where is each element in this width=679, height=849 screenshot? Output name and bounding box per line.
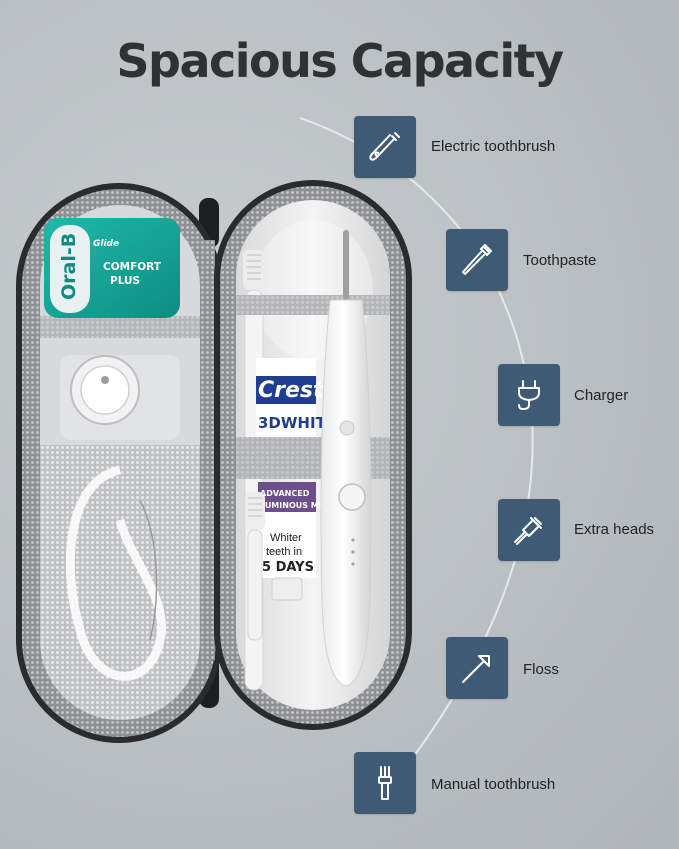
toothpaste-icon <box>446 229 508 291</box>
charger-plug-icon <box>498 364 560 426</box>
toothpaste2-flavor: LUMINOUS MINT <box>260 501 334 510</box>
case-right-half: Crest 3DWHITE ADVANCED LUMINOUS MINT Whi… <box>214 180 412 730</box>
feature-label-toothpaste: Toothpaste <box>523 252 597 269</box>
electric-toothbrush-icon <box>354 116 416 178</box>
extra-brush-head <box>245 492 265 641</box>
toothpaste2-top: ADVANCED <box>260 489 310 498</box>
feature-label-manual-toothbrush: Manual toothbrush <box>431 776 556 793</box>
floss-brand: Oral-B <box>58 233 80 300</box>
toothpaste-second: ADVANCED LUMINOUS MINT Whiter teeth in 5… <box>258 482 334 601</box>
toothpaste-crest: Crest 3DWHITE <box>256 358 336 438</box>
floss-line2: PLUS <box>110 275 140 287</box>
floss-sub: Glide <box>93 239 119 249</box>
floss-line1: COMFORT <box>103 261 162 273</box>
brush-head-icon <box>498 499 560 561</box>
feature-label-extra-heads: Extra heads <box>574 521 655 538</box>
floss-box: Oral-B Glide COMFORT PLUS <box>44 218 180 318</box>
feature-label-charger: Charger <box>574 387 629 404</box>
electric-toothbrush <box>320 230 372 687</box>
toothpaste2-line3: 5 DAYS <box>262 560 314 575</box>
toothpaste2-line1: Whiter <box>270 532 302 544</box>
case-left-half: Oral-B Glide COMFORT PLUS <box>16 183 222 743</box>
floss-pick-icon <box>446 637 508 699</box>
feature-label-electric-toothbrush: Electric toothbrush <box>431 138 556 155</box>
toothpaste2-line2: teeth in <box>266 546 302 558</box>
feature-label-floss: Floss <box>523 661 559 678</box>
page-title: Spacious Capacity <box>116 34 564 88</box>
manual-toothbrush-icon <box>354 752 416 814</box>
zipper-seam <box>203 240 215 660</box>
toothpaste-brand: Crest <box>258 378 325 403</box>
toothpaste-sub: 3DWHITE <box>258 414 336 432</box>
